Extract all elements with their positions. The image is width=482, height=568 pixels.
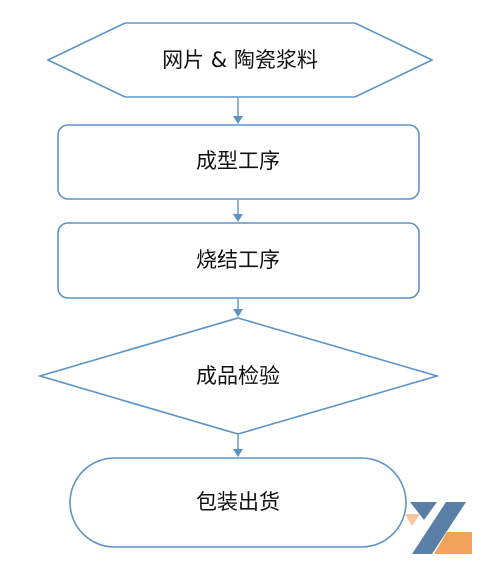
start-hexagon [46, 22, 434, 98]
node-inspection: 成品检验 [37, 317, 440, 435]
node-sintering-label: 烧结工序 [196, 248, 280, 272]
logo-blue-stroke [412, 502, 466, 554]
inspection-diamond [37, 317, 440, 435]
edge-start-to-forming [233, 98, 243, 124]
node-shipping: 包装出货 [69, 457, 407, 548]
logo-orange-bottom [434, 532, 472, 554]
logo-blue-top [410, 502, 437, 520]
arrow-head [233, 116, 243, 124]
node-shipping-label: 包装出货 [196, 490, 280, 514]
arrow-head [233, 214, 243, 222]
node-sintering: 烧结工序 [57, 222, 420, 299]
shipping-terminal [69, 457, 407, 548]
node-forming-label: 成型工序 [196, 149, 280, 173]
edge-forming-to-sintering [233, 200, 243, 222]
z-logo-icon [405, 502, 472, 554]
node-start: 网片 & 陶瓷浆料 [46, 22, 434, 98]
forming-box [57, 124, 420, 200]
edge-inspection-to-shipping [233, 435, 243, 457]
sintering-box [57, 222, 420, 299]
node-forming: 成型工序 [57, 124, 420, 200]
arrow-head [233, 449, 243, 457]
logo-orange-left [405, 514, 420, 526]
node-start-label: 网片 & 陶瓷浆料 [162, 48, 318, 72]
arrow-head [233, 309, 243, 317]
edge-sintering-to-inspection [233, 299, 243, 317]
node-inspection-label: 成品检验 [196, 364, 280, 388]
